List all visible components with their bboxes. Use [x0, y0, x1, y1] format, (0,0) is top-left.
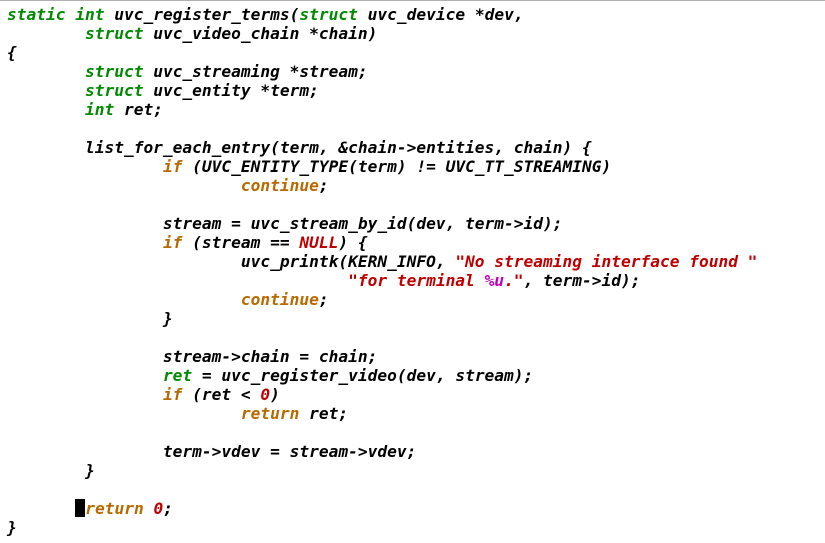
- code-line[interactable]: if (UVC_ENTITY_TYPE(term) != UVC_TT_STRE…: [7, 157, 757, 176]
- code-token: ret;: [299, 404, 349, 423]
- code-token: }: [7, 518, 17, 537]
- code-token: [65, 5, 75, 24]
- number-token: 0: [260, 385, 271, 404]
- code-token: uvc_video_chain *chain): [143, 24, 378, 43]
- format-specifier-token: %u: [484, 271, 505, 290]
- code-line[interactable]: static int uvc_register_terms(struct uvc…: [7, 5, 757, 24]
- code-line[interactable]: }: [7, 309, 757, 328]
- code-line[interactable]: uvc_printk(KERN_INFO, "No streaming inte…: [7, 252, 758, 271]
- code-line[interactable]: struct uvc_entity *term;: [7, 81, 757, 100]
- code-token: uvc_printk(KERN_INFO,: [7, 252, 456, 271]
- code-token: ;: [318, 290, 329, 309]
- code-token: [7, 233, 163, 252]
- code-token: [7, 62, 85, 81]
- code-line[interactable]: return 0;: [7, 499, 757, 518]
- control-keyword-token: continue: [240, 290, 319, 309]
- control-keyword-token: return: [240, 404, 300, 423]
- code-token: (stream ==: [182, 233, 300, 252]
- code-token: list_for_each_entry(term, &chain->entiti…: [7, 138, 592, 157]
- keyword-token: struct: [84, 24, 144, 43]
- control-keyword-token: return: [85, 499, 144, 518]
- code-token: }: [7, 461, 95, 480]
- code-line[interactable]: struct uvc_video_chain *chain): [7, 24, 757, 43]
- code-line[interactable]: return ret;: [7, 404, 757, 423]
- keyword-token: struct: [84, 81, 144, 100]
- code-line[interactable]: }: [7, 518, 757, 537]
- code-line[interactable]: int ret;: [7, 100, 757, 119]
- code-token: [7, 157, 163, 176]
- code-token: [7, 366, 163, 385]
- code-token: [7, 271, 348, 290]
- code-token: = uvc_register_video(dev, stream);: [192, 366, 534, 385]
- keyword-token: int: [84, 100, 115, 119]
- source-code-view[interactable]: static int uvc_register_terms(struct uvc…: [7, 5, 757, 537]
- code-line[interactable]: [7, 119, 757, 138]
- text-cursor: [75, 499, 86, 517]
- code-line[interactable]: continue;: [7, 290, 757, 309]
- code-line[interactable]: term->vdev = stream->vdev;: [7, 442, 757, 461]
- code-token: }: [7, 309, 173, 328]
- control-keyword-token: if: [162, 233, 183, 252]
- code-token: {: [7, 43, 17, 62]
- string-token: .": [504, 271, 524, 290]
- code-line[interactable]: if (ret < 0): [7, 385, 757, 404]
- code-line[interactable]: {: [7, 43, 757, 62]
- code-line[interactable]: if (stream == NULL) {: [7, 233, 757, 252]
- code-token: stream->chain = chain;: [7, 347, 378, 366]
- code-line[interactable]: continue;: [7, 176, 757, 195]
- code-token: uvc_register_terms(: [104, 5, 300, 24]
- code-token: ): [270, 385, 280, 404]
- code-token: uvc_streaming *stream;: [143, 62, 368, 81]
- control-keyword-token: continue: [240, 176, 319, 195]
- code-line[interactable]: list_for_each_entry(term, &chain->entiti…: [7, 138, 757, 157]
- code-token: term->vdev = stream->vdev;: [7, 442, 417, 461]
- code-line[interactable]: [7, 195, 757, 214]
- keyword-token: ret: [162, 366, 193, 385]
- code-line[interactable]: [7, 328, 757, 347]
- keyword-token: int: [75, 5, 105, 24]
- code-token: ret;: [114, 100, 163, 119]
- keyword-token: static: [7, 5, 66, 24]
- code-token: uvc_device *dev,: [357, 5, 524, 24]
- code-line[interactable]: [7, 480, 757, 499]
- string-token: "for terminal: [348, 271, 485, 290]
- code-line[interactable]: }: [7, 461, 757, 480]
- string-token: "No streaming interface found ": [455, 252, 758, 271]
- code-token: [7, 100, 85, 119]
- code-line[interactable]: "for terminal %u.", term->id);: [7, 271, 757, 290]
- code-token: [7, 24, 85, 43]
- code-line[interactable]: [7, 423, 757, 442]
- keyword-token: struct: [84, 62, 144, 81]
- code-token: [7, 404, 241, 423]
- code-token: [7, 290, 241, 309]
- code-line[interactable]: ret = uvc_register_video(dev, stream);: [7, 366, 757, 385]
- code-token: , term->id);: [523, 271, 641, 290]
- code-line[interactable]: struct uvc_streaming *stream;: [7, 62, 757, 81]
- constant-token: NULL: [299, 233, 339, 252]
- code-token: ) {: [338, 233, 368, 252]
- code-token: [7, 176, 241, 195]
- code-token: ;: [318, 176, 329, 195]
- code-token: [144, 499, 154, 518]
- code-token: [7, 499, 75, 518]
- code-token: ;: [163, 499, 173, 518]
- code-line[interactable]: stream->chain = chain;: [7, 347, 757, 366]
- control-keyword-token: if: [162, 385, 183, 404]
- code-token: [7, 385, 163, 404]
- code-line[interactable]: stream = uvc_stream_by_id(dev, term->id)…: [7, 214, 757, 233]
- keyword-token: struct: [299, 5, 358, 24]
- code-token: [7, 81, 85, 100]
- code-token: (UVC_ENTITY_TYPE(term) != UVC_TT_STREAMI…: [182, 157, 612, 176]
- code-token: uvc_entity *term;: [143, 81, 319, 100]
- control-keyword-token: if: [162, 157, 183, 176]
- code-token: stream = uvc_stream_by_id(dev, term->id)…: [7, 214, 563, 233]
- code-token: (ret <: [182, 385, 261, 404]
- number-token: 0: [153, 499, 164, 518]
